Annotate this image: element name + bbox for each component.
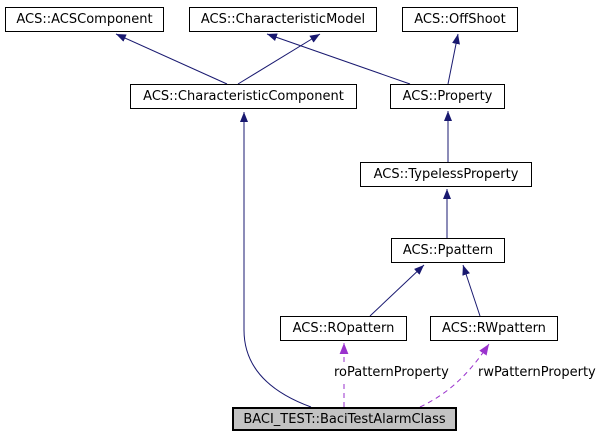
node-acs-characteristiccomponent[interactable]: ACS::CharacteristicComponent [130, 84, 357, 109]
edge-property-to-offshoot [447, 33, 460, 85]
edge-label-ropatternproperty: roPatternProperty [334, 365, 449, 380]
edge-label-rwpatternproperty: rwPatternProperty [478, 365, 596, 380]
edge-bacitestalarmclass-to-characteristiccomponent [240, 112, 312, 408]
node-baci-test-bacitestalarmclass: BACI_TEST::BaciTestAlarmClass [232, 407, 457, 431]
node-acs-typelessproperty[interactable]: ACS::TypelessProperty [360, 162, 532, 187]
node-acs-ppattern[interactable]: ACS::Ppattern [391, 238, 505, 263]
edge-rwpattern-to-ppattern [462, 264, 481, 317]
edge-characteristiccomponent-to-acscomponent [115, 33, 228, 85]
node-acs-rwpattern[interactable]: ACS::RWpattern [430, 316, 558, 341]
edge-characteristiccomponent-to-characteristicmodel [237, 33, 321, 85]
node-acs-ropattern[interactable]: ACS::ROpattern [280, 316, 407, 341]
node-acs-characteristicmodel[interactable]: ACS::CharacteristicModel [189, 7, 377, 32]
node-acs-acscomponent[interactable]: ACS::ACSComponent [5, 7, 164, 32]
node-acs-offshoot[interactable]: ACS::OffShoot [402, 7, 518, 32]
edge-ropattern-to-ppattern [369, 264, 425, 317]
node-acs-property[interactable]: ACS::Property [390, 84, 505, 109]
edge-usage-rwpatternproperty [419, 343, 490, 408]
edge-property-to-characteristicmodel [266, 33, 411, 85]
